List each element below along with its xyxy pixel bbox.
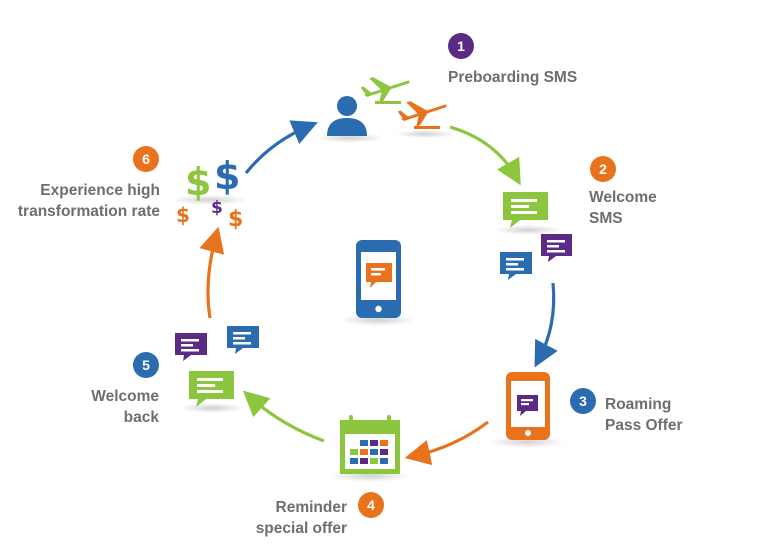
message-bubble-icon — [175, 333, 207, 361]
step-4-label: Reminder special offer — [255, 499, 347, 537]
step-2-badge: 2 — [590, 156, 616, 182]
step-5-label: Welcome back — [91, 388, 159, 426]
arrow-6-to-1 — [244, 120, 318, 175]
step-2-label: Welcome SMS — [589, 189, 657, 227]
smartphone-icon-center — [356, 240, 401, 318]
step-3-badge: 3 — [570, 388, 596, 414]
step-4-badge: 4 — [358, 492, 384, 518]
arrow-5-to-6 — [199, 226, 225, 319]
dollar-icon: $ — [176, 203, 190, 227]
step-6-label: Experience high transformation rate — [17, 182, 160, 220]
arrow-3-to-4 — [404, 420, 489, 466]
step-3-label: Roaming Pass Offer — [605, 396, 683, 434]
message-bubble-icon — [503, 192, 548, 228]
arrow-1-to-2 — [449, 125, 521, 186]
arrow-4-to-5 — [242, 390, 325, 443]
dollar-icon: $ — [211, 198, 223, 218]
message-bubble-icon — [541, 234, 572, 262]
message-bubble-icon — [189, 371, 234, 407]
smartphone-icon-roaming — [506, 372, 550, 440]
user-icon — [327, 96, 367, 136]
arrow-2-to-3 — [534, 282, 558, 368]
dollar-icon: $ — [185, 160, 212, 204]
message-bubble-icon — [227, 326, 259, 354]
step-6-badge: 6 — [133, 146, 159, 172]
airplane-icon-orange — [397, 101, 447, 127]
airplane-icon-green — [360, 77, 410, 103]
dollar-icon: $ — [228, 207, 244, 232]
calendar-icon — [340, 415, 400, 474]
step-1-label: Preboarding SMS — [448, 69, 578, 86]
step-1-badge: 1 — [448, 33, 474, 59]
message-bubble-icon — [500, 252, 532, 280]
dollar-icon: $ — [214, 154, 241, 198]
step-5-badge: 5 — [133, 352, 159, 378]
